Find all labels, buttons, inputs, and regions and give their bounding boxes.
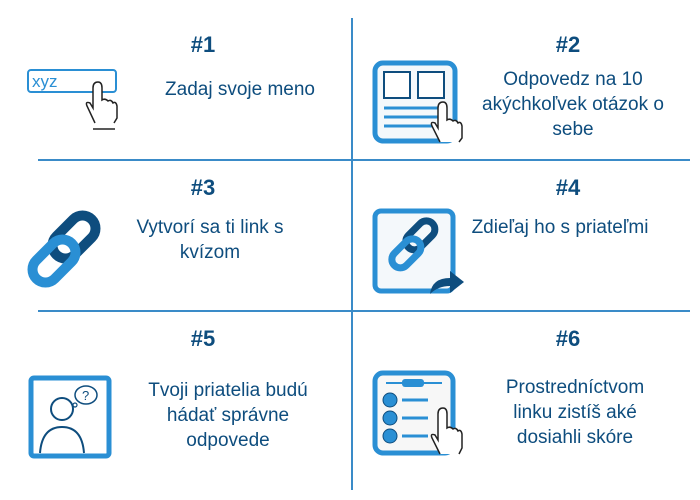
step-1-text: Zadaj svoje meno (165, 79, 315, 100)
link-icon (25, 210, 110, 295)
step-3-number: #3 (190, 175, 216, 200)
step-5-number: #5 (190, 326, 216, 351)
input-text: xyz (32, 72, 58, 91)
step-4-number: #4 (555, 175, 581, 200)
checklist-icon (372, 370, 467, 465)
step-1-number: #1 (190, 32, 216, 57)
question-mark: ? (82, 388, 89, 403)
form-icon (372, 60, 467, 155)
horizontal-divider (38, 310, 690, 312)
step-4-text: Zdieľaj ho s priateľmi (471, 217, 649, 238)
step-5-text: Tvoji priatelia budú hádať správne odpov… (148, 380, 308, 451)
step-2-number: #2 (555, 32, 581, 57)
vertical-divider (351, 18, 353, 490)
step-6-number: #6 (555, 326, 581, 351)
share-link-icon (372, 208, 467, 303)
step-2-text: Odpovedz na 10 akýchkoľvek otázok o sebe (482, 69, 664, 140)
person-question-icon: ? (28, 375, 113, 465)
step-6-text: Prostredníctvom linku zistíš aké dosiahl… (505, 377, 645, 448)
name-input-icon: xyz (27, 68, 127, 138)
horizontal-divider (38, 159, 690, 161)
step-3-text: Vytvorí sa ti link s kvízom (136, 217, 284, 263)
